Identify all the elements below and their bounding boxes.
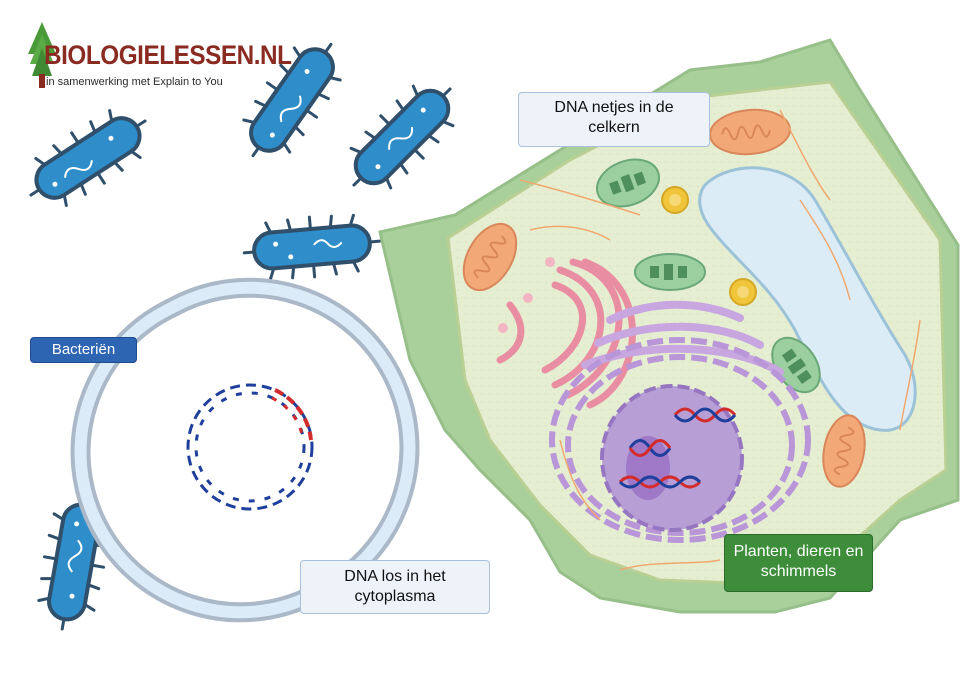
logo-title: BIOLOGIELESSEN.NL [44, 40, 292, 70]
chloroplast-1 [596, 158, 660, 208]
vacuole [698, 166, 917, 432]
nucleus [600, 384, 744, 532]
mitochondrion-3 [822, 414, 866, 488]
logo-subtitle: in samenwerking met Explain to You [46, 76, 223, 88]
chloroplast-2 [634, 253, 706, 291]
label-dna-cytoplasm: DNA los in het cytoplasma [300, 560, 490, 614]
logo-tree-icon [28, 22, 56, 88]
rough-er [549, 337, 811, 543]
bacterium-4 [242, 213, 382, 281]
label-dna-nucleus: DNA netjes in de celkern [518, 92, 710, 147]
logo[interactable]: BIOLOGIELESSEN.NL in samenwerking met Ex… [14, 22, 292, 92]
plant-cell [378, 38, 960, 614]
label-eukaryotes: Planten, dieren en schimmels [724, 534, 873, 592]
golgi-vesicles [498, 257, 555, 333]
circular-dna [186, 383, 314, 511]
bacterium-2 [242, 42, 342, 158]
bacterium-1 [29, 109, 147, 207]
label-bacteria: Bacteriën [30, 337, 137, 363]
mitochondrion-2 [462, 222, 518, 292]
bacterium-3 [349, 84, 455, 190]
cytoskeleton [519, 109, 921, 571]
